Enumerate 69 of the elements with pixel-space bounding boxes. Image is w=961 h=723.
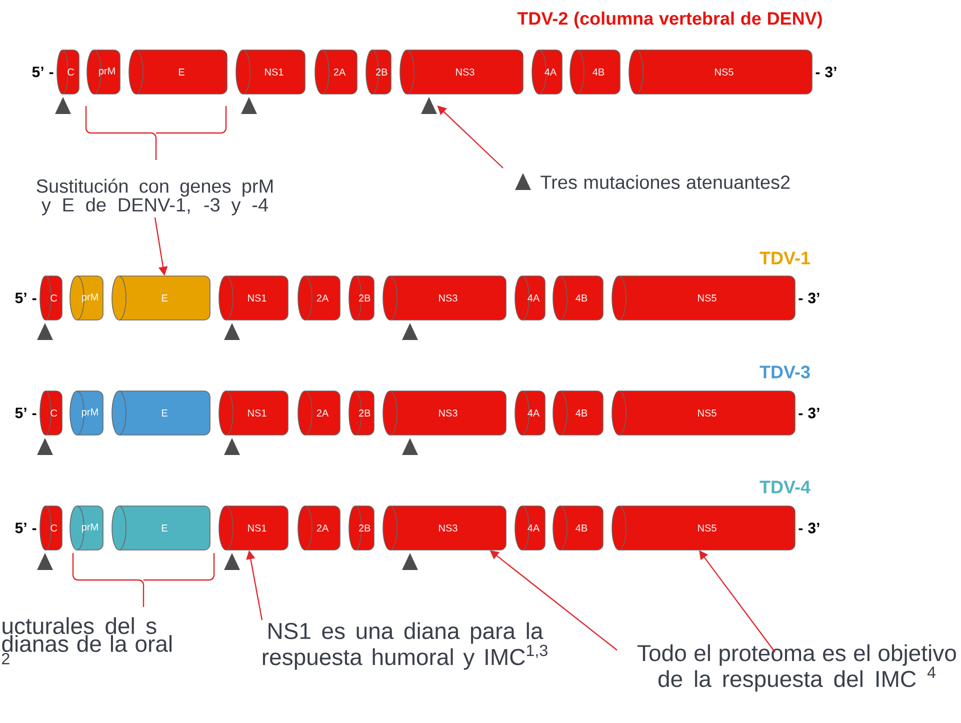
row-title: TDV-2 (columna vertebral de DENV) (517, 12, 822, 28)
gene-segment: 4A (532, 50, 562, 94)
end-label: 5’ - (15, 522, 36, 534)
gene-segment: 2B (348, 276, 374, 320)
gene-segment: NS5 (628, 50, 812, 94)
gene-segment: E (112, 390, 210, 436)
gene-segment: E (128, 50, 228, 94)
gene-segment: prM (70, 506, 104, 550)
end-label: - 3’ (798, 408, 820, 418)
gene-segment: NS1 (218, 390, 288, 436)
mutation-triangle (224, 553, 240, 570)
end-label: - 3’ (816, 66, 836, 78)
callout-text: Todo el proteoma es el objetivo de la respuesta del IMC $^{4}$ (638, 644, 956, 692)
gene-segment: C (40, 276, 62, 320)
mutation-triangle (224, 323, 240, 340)
callout-text: Sustitución con genes prM y E de DENV-1, -3 y -4 (36, 178, 273, 216)
gene-segment: 2B (348, 390, 374, 436)
mutation-triangle (224, 438, 240, 455)
gene-segment: C (40, 506, 62, 550)
gene-segment: prM (86, 50, 120, 94)
gene-segment: NS3 (382, 276, 506, 320)
mutation-triangle (421, 97, 437, 114)
gene-segment: 4A (514, 506, 546, 550)
gene-segment: prM (70, 390, 104, 436)
gene-segment: 4A (514, 276, 546, 320)
gene-segment: 2A (298, 276, 340, 320)
gene-segment: 2B (366, 50, 392, 94)
gene-segment: 2A (298, 506, 340, 550)
gene-segment: NS5 (612, 506, 796, 550)
gene-segment: NS3 (382, 390, 506, 436)
gene-segment: 4B (552, 506, 604, 550)
gene-segment: 4B (570, 50, 620, 94)
row-title: TDV-1 (760, 252, 810, 264)
mutation-triangle (37, 438, 53, 455)
gene-segment: NS1 (236, 50, 306, 94)
gene-segment: prM (70, 276, 104, 320)
callout-text: NS1 es una diana para la respuesta humoral y IMC$^{1,3}$ (262, 622, 548, 670)
mutation-triangle (37, 323, 53, 340)
row-title: TDV-3 (760, 366, 810, 378)
gene-segment: C (56, 50, 80, 94)
mutation-triangle (402, 438, 418, 455)
gene-segment: NS1 (218, 506, 288, 550)
end-label: 5’ - (32, 66, 54, 78)
callout-text: ucturales del s dianas de la oral 2 (2, 617, 172, 664)
gene-segment: NS5 (612, 390, 796, 436)
gene-segment: E (112, 276, 210, 320)
mutation-triangle (241, 97, 257, 114)
gene-segment: 2A (314, 50, 358, 94)
mutation-triangle (402, 553, 418, 570)
gene-segment: E (112, 506, 210, 550)
gene-segment: 2B (348, 506, 374, 550)
end-label: - 3’ (798, 522, 820, 534)
gene-segment: NS5 (612, 276, 796, 320)
gene-segment: NS3 (382, 506, 506, 550)
end-label: 5’ - (15, 292, 36, 304)
gene-segment: 4A (514, 390, 546, 436)
gene-segment: NS3 (400, 50, 524, 94)
callout-text: Tres mutaciones atenuantes2 (540, 175, 790, 189)
gene-segment: 2A (298, 390, 340, 436)
gene-segment: 4B (552, 390, 604, 436)
mutation-triangle (37, 553, 53, 570)
gene-segment: 4B (552, 276, 604, 320)
mutation-triangle (55, 97, 71, 114)
gene-segment: C (40, 390, 62, 436)
gene-segment: NS1 (218, 276, 288, 320)
end-label: 5’ - (15, 408, 36, 418)
row-title: TDV-4 (760, 480, 810, 494)
mutation-triangle (402, 323, 418, 340)
end-label: - 3’ (798, 292, 820, 304)
